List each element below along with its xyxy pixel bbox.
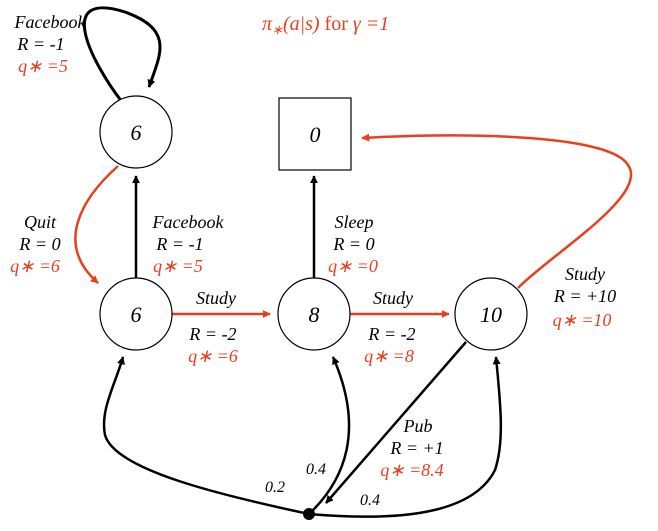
facebook-label: Facebook R = -1 q∗ =5 — [152, 212, 225, 276]
study3-edge — [361, 133, 633, 289]
class1-value: 6 — [131, 302, 142, 327]
diagram-title: π∗(a|s) for γ =1 — [262, 13, 389, 37]
chance-to-class2-edge — [308, 356, 351, 515]
study2-q: q∗ =8 — [364, 346, 414, 366]
facebook-loop-q: q∗ =5 — [18, 56, 68, 76]
sleep-action: Sleep — [335, 212, 374, 232]
study1-label: Study R = -2 q∗ =6 — [188, 288, 238, 366]
chance-to-class3-edge — [308, 356, 503, 518]
study3-reward: R = +10 — [553, 286, 616, 306]
facebook-loop-action: Facebook — [14, 12, 87, 32]
facebook-action: Facebook — [152, 212, 225, 232]
facebook-state-value: 6 — [131, 120, 142, 145]
study2-reward: R = -2 — [367, 324, 415, 344]
sleep-terminal-node: 0 — [278, 97, 352, 171]
facebook-loop-edge — [82, 6, 162, 103]
facebook-loop-label: Facebook R = -1 q∗ =5 — [14, 12, 87, 76]
class2-node: 8 — [277, 277, 351, 351]
class2-value: 8 — [309, 302, 320, 327]
facebook-state-node: 6 — [99, 95, 173, 169]
study1-action: Study — [196, 288, 236, 308]
class3-value: 10 — [480, 302, 502, 327]
sleep-q: q∗ =0 — [328, 256, 378, 276]
facebook-reward: R = -1 — [155, 234, 203, 254]
study3-label: Study R = +10 q∗ =10 — [553, 264, 617, 330]
quit-label: Quit R = 0 q∗ =6 — [10, 212, 60, 276]
quit-edge — [74, 165, 119, 284]
study3-q: q∗ =10 — [553, 310, 612, 330]
chance-to-class1-edge — [102, 356, 310, 516]
prob-to-class3: 0.4 — [360, 492, 380, 509]
sleep-label: Sleep R = 0 q∗ =0 — [328, 212, 378, 276]
pub-chance-node — [303, 508, 315, 520]
pub-edge — [325, 341, 467, 504]
study1-q: q∗ =6 — [188, 346, 238, 366]
pub-action: Pub — [403, 416, 433, 436]
pub-reward: R = +1 — [389, 438, 443, 458]
prob-to-class2: 0.4 — [306, 461, 326, 478]
study2-action: Study — [373, 288, 413, 308]
quit-reward: R = 0 — [18, 234, 60, 254]
facebook-q: q∗ =5 — [153, 256, 203, 276]
study3-action: Study — [565, 264, 605, 284]
class3-node: 10 — [454, 277, 528, 351]
sleep-terminal-value: 0 — [310, 122, 321, 147]
pub-label: Pub R = +1 q∗ =8.4 — [380, 416, 443, 480]
quit-q: q∗ =6 — [10, 256, 60, 276]
pub-q: q∗ =8.4 — [380, 460, 443, 480]
class1-node: 6 — [99, 277, 173, 351]
sleep-reward: R = 0 — [332, 234, 374, 254]
facebook-loop-reward: R = -1 — [16, 34, 64, 54]
quit-action: Quit — [24, 212, 57, 232]
prob-to-class1: 0.2 — [265, 479, 285, 496]
study2-label: Study R = -2 q∗ =8 — [364, 288, 415, 366]
study1-reward: R = -2 — [188, 324, 236, 344]
